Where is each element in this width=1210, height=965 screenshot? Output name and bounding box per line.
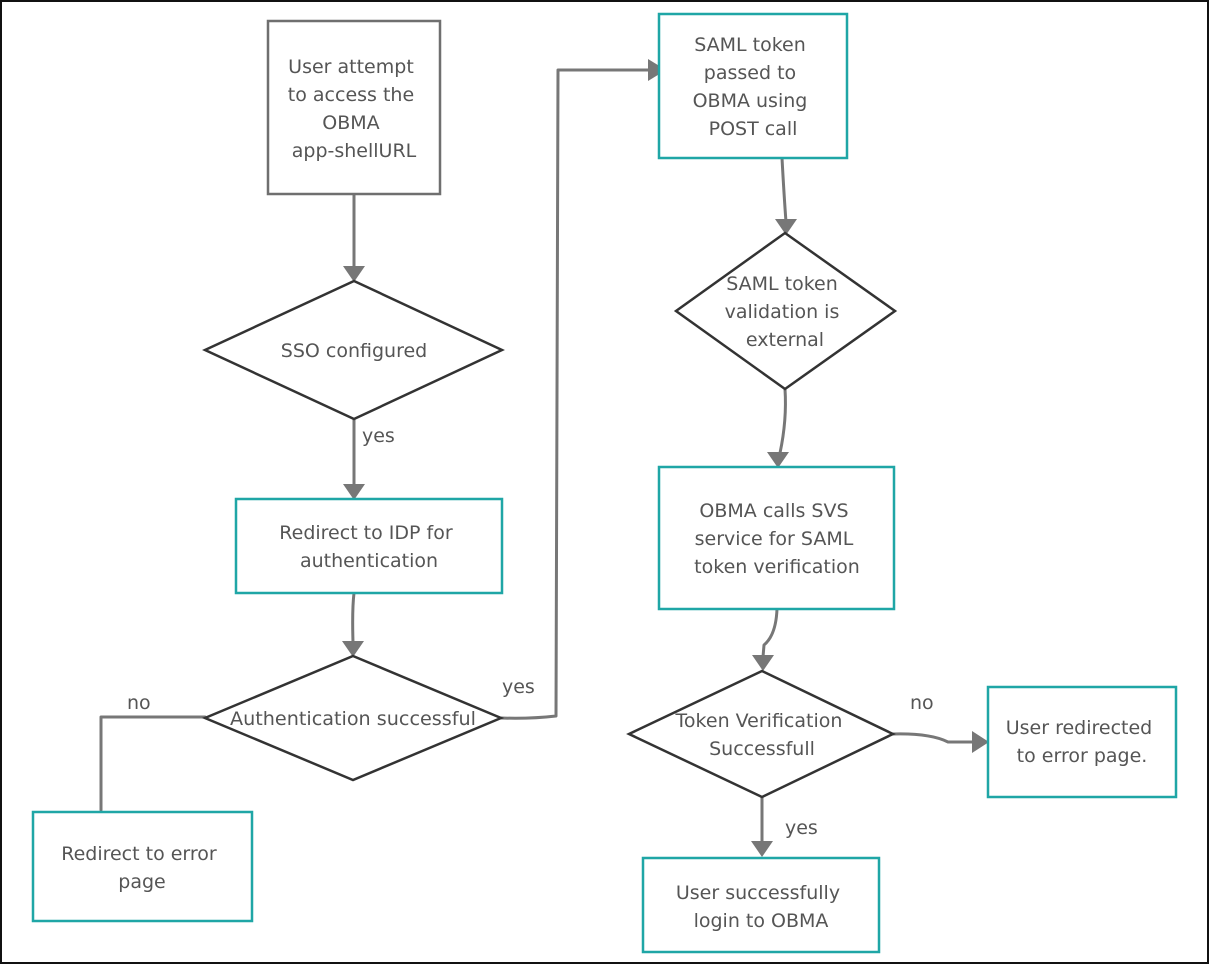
token-verify-label: Token Verification Successfull xyxy=(675,710,849,760)
saml-validation-label-line: validation is xyxy=(725,301,840,323)
arrowhead-sso-to-redirect-idp xyxy=(343,484,365,500)
saml-passed-label: SAML token passed to OBMA using POST cal… xyxy=(693,34,814,140)
arrowhead-saml-passed-to-validation xyxy=(775,219,797,235)
sso-label: SSO configured xyxy=(281,340,427,362)
saml-passed-label-line: passed to xyxy=(704,62,796,84)
edge-labels: yes no yes no yes xyxy=(127,425,934,839)
redirect-idp-label-line: authentication xyxy=(300,550,438,572)
saml-passed-label-line: OBMA using xyxy=(693,90,808,112)
login-success-box xyxy=(641,856,881,954)
saml-validation-label: SAML token validation is external xyxy=(725,273,846,351)
arrowhead-validation-to-svs xyxy=(767,452,789,468)
start-label-line: OBMA xyxy=(322,112,379,134)
edge-label-verify-no: no xyxy=(910,692,934,714)
arrowhead-auth-yes xyxy=(648,59,666,81)
redirect-error-box xyxy=(31,810,254,923)
edge-redirect-idp-to-auth xyxy=(351,591,356,644)
start-label: User attempt to access the OBMA app-shel… xyxy=(288,56,420,162)
svs-call-label-line: service for SAML xyxy=(695,528,854,550)
token-verify-label-line: Successfull xyxy=(709,738,815,760)
svs-call-label-line: token verification xyxy=(694,556,860,578)
redirect-error-label: Redirect to error page xyxy=(61,843,223,893)
user-error-label: User redirected to error page. xyxy=(1006,717,1159,767)
redirect-idp-box xyxy=(234,497,504,595)
start-label-line: app-shellURL xyxy=(292,140,417,162)
edge-label-sso-yes: yes xyxy=(362,425,395,447)
node-labels: User attempt to access the OBMA app-shel… xyxy=(61,34,1159,932)
auth-label-line: Authentication successful xyxy=(230,708,476,730)
edge-auth-no xyxy=(99,715,207,812)
redirect-error-label-line: page xyxy=(118,871,165,893)
saml-validation-label-line: SAML token xyxy=(726,273,838,295)
edge-label-verify-yes: yes xyxy=(785,817,818,839)
svs-call-label: OBMA calls SVS service for SAML token ve… xyxy=(694,500,860,578)
redirect-error-label-line: Redirect to error xyxy=(61,843,217,865)
user-error-box xyxy=(986,685,1178,799)
arrowhead-verify-no xyxy=(972,731,989,753)
arrowhead-svs-to-verify xyxy=(752,655,774,671)
user-error-label-line: User redirected xyxy=(1006,717,1153,739)
auth-diamond xyxy=(201,654,505,782)
edge-svs-to-verify xyxy=(761,607,779,659)
login-success-label: User successfully login to OBMA xyxy=(676,882,846,932)
sso-label-line: SSO configured xyxy=(281,340,427,362)
sso-diamond xyxy=(202,279,505,421)
saml-passed-label-line: SAML token xyxy=(694,34,806,56)
start-label-line: User attempt xyxy=(288,56,414,78)
svs-call-box xyxy=(657,465,896,611)
edge-label-auth-no: no xyxy=(127,692,151,714)
redirect-idp-label: Redirect to IDP for authentication xyxy=(279,522,458,572)
connectors xyxy=(99,59,989,857)
saml-passed-label-line: POST call xyxy=(709,118,798,140)
arrowhead-redirect-idp-to-auth xyxy=(342,641,364,657)
login-success-label-line: login to OBMA xyxy=(694,910,829,932)
redirect-idp-label-line: Redirect to IDP for xyxy=(279,522,453,544)
saml-validation-diamond xyxy=(673,231,898,391)
edge-saml-passed-to-validation xyxy=(780,156,788,224)
edge-verify-no xyxy=(891,732,974,744)
svs-call-label-line: OBMA calls SVS xyxy=(699,500,848,522)
edge-auth-yes xyxy=(499,68,652,720)
edge-validation-to-svs xyxy=(778,387,787,455)
saml-passed-box xyxy=(657,12,849,160)
start-label-line: to access the xyxy=(288,84,414,106)
user-error-label-line: to error page. xyxy=(1017,745,1148,767)
edge-label-auth-yes: yes xyxy=(502,676,535,698)
arrowhead-start-to-sso xyxy=(343,266,365,282)
saml-validation-label-line: external xyxy=(746,329,824,351)
start-box xyxy=(266,19,442,196)
login-success-label-line: User successfully xyxy=(676,882,840,904)
auth-label: Authentication successful xyxy=(230,708,476,730)
shapes xyxy=(31,12,1178,954)
token-verify-diamond xyxy=(626,669,896,799)
arrowhead-verify-yes xyxy=(751,841,773,857)
token-verify-label-line: Token Verification xyxy=(675,710,843,732)
